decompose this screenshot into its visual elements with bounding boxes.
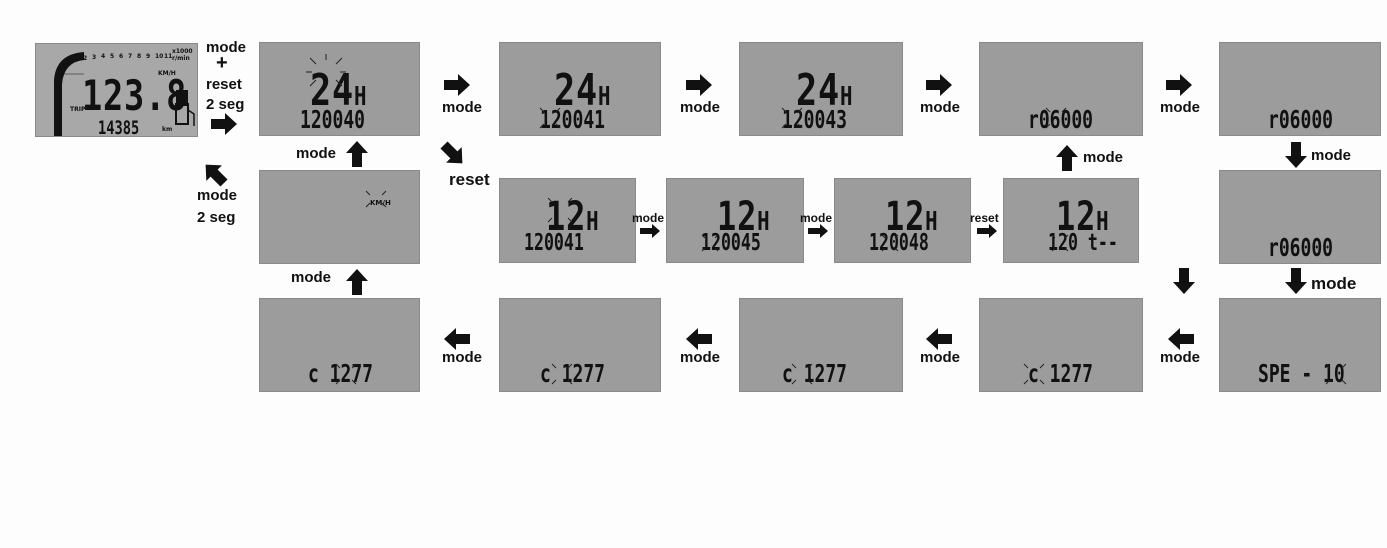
arrow-right-icon xyxy=(444,74,470,96)
speed-unit: KM/H xyxy=(158,70,176,77)
gauge-tick-label: 1 xyxy=(74,56,79,63)
display-small: SPE - 10 xyxy=(1258,359,1345,388)
arrow-left-icon xyxy=(926,328,952,350)
gauge-tick-label: 7 xyxy=(128,53,133,60)
display-24h-120040: 24H 120040 xyxy=(259,42,420,136)
display-big: 12H xyxy=(885,194,939,240)
arrow-diagonal-up-icon xyxy=(197,156,232,191)
arrow-right-icon xyxy=(686,74,712,96)
arrow-up-icon xyxy=(346,269,368,295)
display-r06000-b: r06000 xyxy=(1219,42,1381,136)
display-small: 120040 xyxy=(300,105,366,134)
display-small: c 1277 xyxy=(782,359,848,388)
display-big: 24H xyxy=(554,65,612,116)
arrow-right-icon xyxy=(808,224,828,238)
label-mode: mode xyxy=(632,211,665,225)
arrow-up-icon xyxy=(346,141,368,167)
display-small: c 1277 xyxy=(540,359,606,388)
gauge-tick-label: 3 xyxy=(92,54,97,61)
label-plus: + xyxy=(216,52,228,74)
label-mode: mode xyxy=(1083,149,1124,166)
display-c1277-d: c 1277 xyxy=(499,298,661,392)
label-mode: mode xyxy=(920,99,961,116)
label-mode: mode xyxy=(291,269,332,286)
label-reset: reset xyxy=(449,170,490,189)
display-24h-120043: 24H 120043 xyxy=(739,42,903,136)
display-12h-120041: 12H 120041 xyxy=(499,178,636,263)
arrow-down-icon xyxy=(1285,142,1307,168)
display-c1277-e: c 1277 xyxy=(259,298,420,392)
arrow-diagonal-down-icon xyxy=(436,137,471,172)
label-mode: mode xyxy=(920,349,961,366)
label-mode: mode xyxy=(800,211,833,225)
label-mode-a: mode xyxy=(206,39,247,56)
arrow-right-icon xyxy=(211,113,237,135)
label-mode-b: mode xyxy=(197,187,238,204)
label-mode: mode xyxy=(680,99,721,116)
display-r06000-c: r06000 xyxy=(1219,170,1381,264)
rpm-unit: x1000 r/min xyxy=(172,48,193,62)
arrow-left-icon xyxy=(686,328,712,350)
gauge-tick-label: 6 xyxy=(119,53,124,60)
speed-readout: 123.8 xyxy=(82,71,188,120)
label-mode: mode xyxy=(1311,147,1352,164)
arrow-down-icon xyxy=(1173,268,1195,294)
gauge-tick-label: 5 xyxy=(110,53,115,60)
display-unit: KM/H xyxy=(370,199,391,207)
display-small: 120 t-- xyxy=(1048,230,1118,256)
arrow-right-icon xyxy=(977,224,997,238)
label-mode: mode xyxy=(1160,99,1201,116)
tachometer-arc-icon xyxy=(54,52,195,136)
display-small: 120041 xyxy=(540,105,606,134)
label-mode: mode xyxy=(680,349,721,366)
arrow-up-icon xyxy=(1056,145,1078,171)
label-mode: mode xyxy=(442,349,483,366)
display-small: 120045 xyxy=(701,230,761,256)
display-12h-120045: 12H 120045 xyxy=(666,178,804,263)
label-mode: mode xyxy=(1311,274,1357,293)
trip-label: TRIP xyxy=(70,106,86,113)
display-small: r06000 xyxy=(1268,105,1334,134)
gauge-tick-label: 2 xyxy=(83,55,88,62)
label-mode: mode xyxy=(442,99,483,116)
arrow-left-icon xyxy=(444,328,470,350)
label-reset-a: reset xyxy=(206,76,242,93)
display-big: 24H xyxy=(796,65,854,116)
display-small: 120048 xyxy=(869,230,929,256)
display-spe: SPE - 10 xyxy=(1219,298,1381,392)
display-12h-120048: 12H 120048 xyxy=(834,178,971,263)
odometer-unit: km xyxy=(162,126,173,133)
display-small: c 1277 xyxy=(308,359,374,388)
display-small: r06000 xyxy=(1268,233,1334,262)
label-2seg-a: 2 seg xyxy=(206,96,245,113)
gauge-tick-label: 11 xyxy=(164,53,173,60)
arrow-left-icon xyxy=(1168,328,1194,350)
gauge-tick-label: 10 xyxy=(155,53,164,60)
label-mode: mode xyxy=(296,145,337,162)
display-small: r06000 xyxy=(1028,105,1094,134)
display-c1277-b: c 1277 xyxy=(979,298,1143,392)
display-12h-120t: 12H 120 t-- xyxy=(1003,178,1139,263)
gauge-tick-label: 9 xyxy=(146,53,151,60)
display-small: 120041 xyxy=(524,230,584,256)
label-mode: mode xyxy=(1160,349,1201,366)
arrow-down-icon xyxy=(1285,268,1307,294)
display-r06000-a: r06000 xyxy=(979,42,1143,136)
label-reset: reset xyxy=(970,211,999,225)
gauge-tick-label: 4 xyxy=(101,53,106,60)
arrow-right-icon xyxy=(640,224,660,238)
display-kmh: KM/H xyxy=(259,170,420,264)
display-24h-120041: 24H 120041 xyxy=(499,42,661,136)
arrow-right-icon xyxy=(926,74,952,96)
arrow-right-icon xyxy=(1166,74,1192,96)
gauge-tick-label: 8 xyxy=(137,53,142,60)
label-2seg-b: 2 seg xyxy=(197,209,236,226)
display-small: 120043 xyxy=(782,105,848,134)
display-small: c 1277 xyxy=(1028,359,1094,388)
display-big: 12H xyxy=(1056,194,1110,240)
display-c1277-c: c 1277 xyxy=(739,298,903,392)
odometer-readout: 14385 xyxy=(98,117,140,139)
display-big: 12H xyxy=(717,194,771,240)
